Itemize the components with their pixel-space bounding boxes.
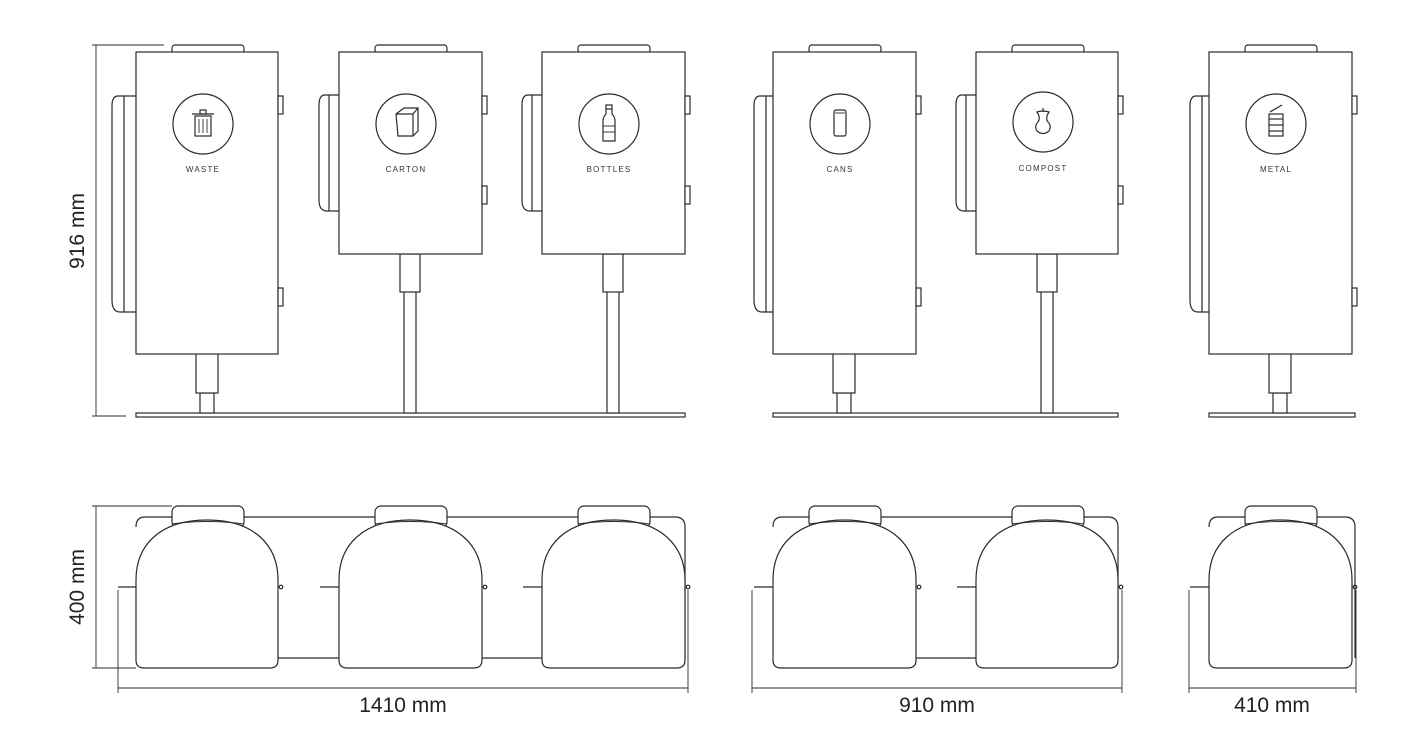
bin-label-carton: CARTON bbox=[386, 165, 427, 174]
bin-label-waste: WASTE bbox=[186, 165, 220, 174]
dimension-height-front: 916 mm bbox=[66, 44, 164, 417]
dimension-label-410: 410 mm bbox=[1234, 694, 1310, 717]
plan-bin-carton bbox=[320, 505, 488, 669]
bin-front-metal: METAL bbox=[1189, 44, 1358, 414]
plan-bin-bottles bbox=[523, 505, 691, 669]
bin-label-metal: METAL bbox=[1260, 165, 1292, 174]
bin-label-cans: CANS bbox=[826, 165, 853, 174]
base-plate-triple bbox=[135, 412, 686, 418]
base-plate-single bbox=[1208, 412, 1356, 418]
dimension-label-910: 910 mm bbox=[899, 694, 975, 717]
plan-bin-compost bbox=[957, 505, 1124, 669]
tin-can-icon bbox=[1268, 104, 1284, 137]
bin-front-compost: COMPOST bbox=[955, 44, 1124, 414]
dimension-width-two: 910 mm bbox=[751, 590, 1123, 717]
dimension-width-three: 1410 mm bbox=[117, 590, 689, 717]
plan-bin-waste bbox=[118, 505, 284, 669]
plan-bin-cans bbox=[754, 505, 922, 669]
dimension-width-single: 410 mm bbox=[1188, 590, 1357, 717]
front-base-plates bbox=[135, 412, 1356, 418]
apple-core-icon bbox=[1035, 108, 1051, 135]
bin-label-compost: COMPOST bbox=[1019, 164, 1068, 173]
trash-can-icon bbox=[192, 109, 214, 137]
bottle-icon bbox=[602, 104, 616, 142]
base-plate-double bbox=[772, 412, 1119, 418]
bin-front-carton: CARTON bbox=[318, 44, 488, 414]
bin-label-bottles: BOTTLES bbox=[587, 165, 632, 174]
dimension-label-916: 916 mm bbox=[66, 193, 89, 269]
bin-front-cans: CANS bbox=[753, 44, 922, 414]
dimension-depth-top: 400 mm bbox=[66, 505, 172, 669]
plan-rails bbox=[135, 516, 1356, 659]
dimension-label-1410: 1410 mm bbox=[359, 694, 447, 717]
carton-icon bbox=[395, 107, 420, 137]
bin-front-waste: WASTE bbox=[111, 44, 284, 414]
plan-bin-metal bbox=[1190, 505, 1358, 669]
can-icon bbox=[833, 109, 847, 137]
dimension-label-400: 400 mm bbox=[66, 549, 89, 625]
bin-front-bottles: BOTTLES bbox=[521, 44, 691, 414]
